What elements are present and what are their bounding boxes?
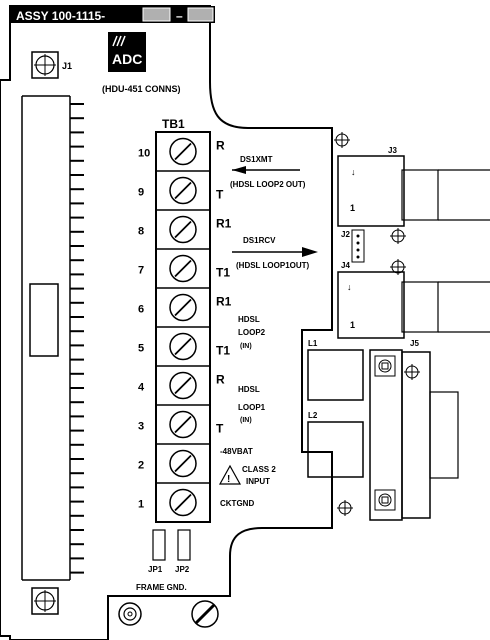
input-label: INPUT: [246, 477, 270, 486]
j5-label: J5: [410, 339, 419, 348]
tb-screw-icon: [169, 293, 197, 322]
tb-signal-label: R: [216, 373, 225, 387]
j3-pin-label: 1: [350, 203, 355, 213]
tb-screw-icon: [169, 215, 197, 244]
tb-screw-slot: [174, 376, 192, 395]
tb-position-number: 10: [138, 148, 150, 160]
svg-text:↓: ↓: [347, 282, 352, 292]
tb-screw-slot: [174, 415, 192, 434]
terminal-block: [155, 131, 211, 523]
tb-position-number: 5: [138, 343, 144, 355]
tb-signal-label: R1: [216, 295, 232, 309]
db-connector-j5: [369, 349, 459, 521]
mounting-hole-top: [31, 51, 59, 79]
tb-position-number: 3: [138, 421, 144, 433]
tb-position-number: 6: [138, 304, 144, 316]
mounting-hole-right: [337, 500, 353, 516]
ds1xmt-label: DS1XMT: [240, 155, 273, 164]
in-label-b: (IN): [240, 417, 252, 424]
tb-screw-icon: [169, 410, 197, 439]
in-label-a: (IN): [240, 343, 252, 350]
hdsl-loop1-out-label: (HDSL LOOP1OUT): [236, 261, 310, 270]
jack-j4: ↓: [337, 271, 490, 339]
jp2-label: JP2: [175, 565, 190, 574]
j2-label: J2: [341, 230, 350, 239]
assy-label: ASSY 100-1115-: [16, 9, 105, 23]
tb-position-number: 9: [138, 187, 144, 199]
assy-dash: –: [176, 9, 183, 23]
frame-gnd-label: FRAME GND.: [136, 583, 187, 592]
svg-text:↓: ↓: [351, 167, 356, 177]
tb-screw-icon: [169, 137, 197, 166]
tb-signal-label: T1: [216, 344, 230, 358]
j3-label: J3: [388, 146, 397, 155]
tb-screw-icon: [169, 488, 197, 517]
hdsl-loop2-out-label: (HDSL LOOP2 OUT): [230, 180, 306, 189]
tb-position-number: 1: [138, 499, 144, 511]
tb-screw-slot: [174, 454, 192, 473]
inductor-l1: [307, 349, 364, 401]
board-outline: [0, 5, 333, 640]
jp1-label: JP1: [148, 565, 163, 574]
warning-triangle-icon: [218, 464, 242, 485]
cktgnd-label: CKTGND: [220, 499, 254, 508]
tb-screw-slot: [174, 298, 192, 317]
loop1-label: LOOP1: [238, 403, 266, 412]
assy-box-2: [187, 7, 214, 22]
tb-position-number: 7: [138, 265, 144, 277]
class2-label: CLASS 2: [242, 465, 276, 474]
tb-signal-label: R1: [216, 217, 232, 231]
assy-box-1: [142, 7, 171, 22]
tb-screw-slot: [174, 220, 192, 239]
warning-symbol: !: [227, 474, 230, 485]
tb-signal-label: T: [216, 422, 224, 436]
jack-j3: ↓: [334, 132, 490, 227]
j2-header: [351, 228, 406, 275]
j4-pin-label: 1: [350, 320, 355, 330]
frame-ground-terminal: [118, 600, 219, 628]
ds1xmt-arrowhead: [232, 166, 246, 174]
tb-screw-slot: [174, 493, 192, 512]
neg48vbat-label: -48VBAT: [220, 447, 253, 456]
edge-connector-pins: [70, 103, 84, 574]
tb-signal-label: T1: [216, 266, 230, 280]
tb-position-number: 2: [138, 460, 144, 472]
inductor-l2: [307, 421, 364, 478]
tb-screw-icon: [169, 371, 197, 400]
tb-position-number: 8: [138, 226, 144, 238]
mounting-hole-bottom: [31, 587, 59, 615]
adc-logo: ADC: [108, 32, 146, 72]
hdsl-label-b: HDSL: [238, 385, 260, 394]
tb-screw-slot: [174, 142, 192, 161]
ds1rcv-arrowhead: [302, 247, 318, 257]
l2-label: L2: [308, 411, 318, 420]
tb-position-number: 4: [138, 382, 145, 394]
loop2-label: LOOP2: [238, 328, 266, 337]
hdsl-label-a: HDSL: [238, 315, 260, 324]
j1-label: J1: [62, 61, 72, 71]
jumper-jp1: [152, 529, 166, 561]
board-subtitle: (HDU-451 CONNS): [102, 84, 181, 94]
tb-screw-icon: [169, 449, 197, 478]
tb-screw-slot: [174, 259, 192, 278]
tb-signal-label: R: [216, 139, 225, 153]
tb-screw-icon: [169, 254, 197, 283]
edge-connector-key: [29, 283, 59, 357]
tb-screw-slot: [174, 181, 192, 200]
l1-label: L1: [308, 339, 318, 348]
adc-logo-text: ADC: [112, 51, 142, 67]
jumper-jp2: [177, 529, 191, 561]
tb-screw-slot: [174, 337, 192, 356]
edge-connector: [21, 95, 84, 581]
tb-screw-icon: [169, 176, 197, 205]
tb-screw-icon: [169, 332, 197, 361]
ds1rcv-label: DS1RCV: [243, 236, 276, 245]
tb-signal-label: T: [216, 188, 224, 202]
tb1-label: TB1: [162, 117, 185, 131]
j4-label: J4: [341, 261, 350, 270]
